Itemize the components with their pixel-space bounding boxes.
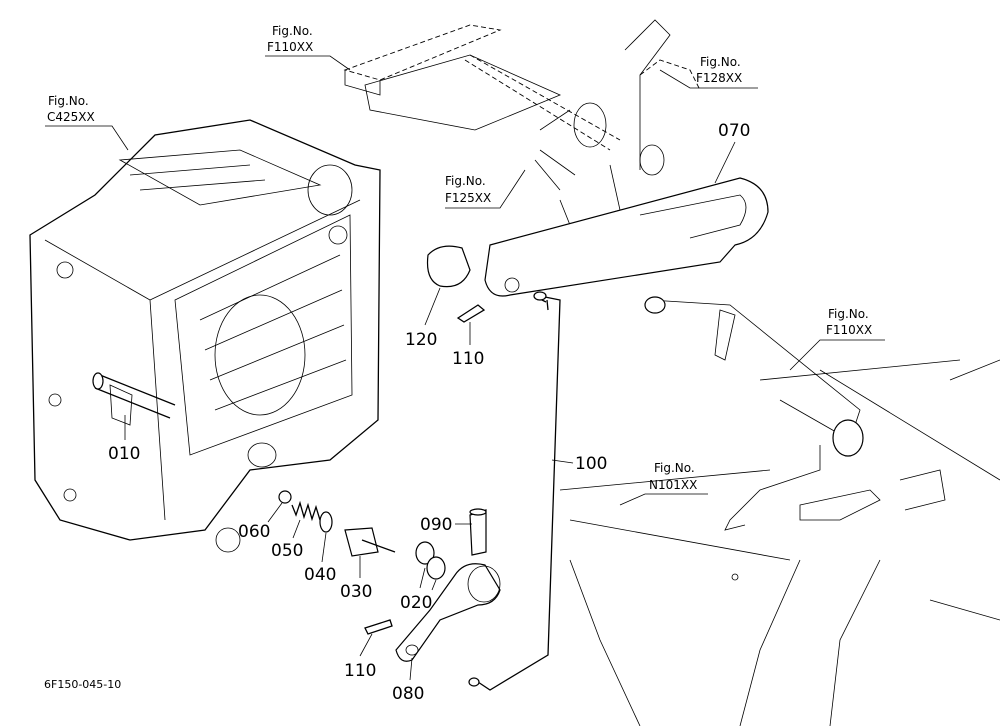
callout-080: 080	[392, 657, 424, 704]
right-assembly	[559, 296, 1000, 726]
fig-ref-f128xx: Fig.No. F128XX	[659, 55, 758, 89]
part-label-040: 040	[304, 565, 336, 585]
fig-ref-c425xx: Fig.No. C425XX	[45, 94, 129, 151]
callout-060: 060	[238, 502, 283, 542]
part-label-030: 030	[340, 582, 372, 602]
callout-050: 050	[271, 519, 303, 561]
part-label-100: 100	[575, 454, 607, 474]
fig-ref-line1: Fig.No.	[272, 24, 313, 38]
fig-ref-f110xx-right: Fig.No. F110XX	[789, 307, 885, 371]
lever-070	[426, 177, 769, 297]
callout-120: 120	[405, 287, 441, 350]
fig-ref-line2: F128XX	[696, 71, 742, 85]
part-label-070: 070	[718, 121, 750, 141]
lever-080	[395, 508, 501, 662]
callout-030: 030	[340, 556, 372, 602]
fig-ref-line2: F110XX	[267, 40, 313, 54]
fig-ref-line2: C425XX	[47, 110, 95, 124]
callout-110-lower: 110	[344, 633, 376, 681]
fig-ref-line1: Fig.No.	[654, 461, 695, 475]
part-label-110: 110	[452, 349, 484, 369]
part-label-120: 120	[405, 330, 437, 350]
transmission-case	[29, 119, 381, 553]
fig-ref-line1: Fig.No.	[700, 55, 741, 69]
callout-010: 010	[108, 415, 140, 464]
fig-ref-f125xx: Fig.No. F125XX	[445, 169, 526, 209]
fig-ref-n101xx: Fig.No. N101XX	[619, 461, 708, 506]
callout-020: 020	[400, 567, 437, 613]
part-label-010: 010	[108, 444, 140, 464]
upper-linkage	[343, 19, 701, 226]
callout-100: 100	[551, 454, 607, 474]
callout-040: 040	[304, 532, 336, 585]
fig-ref-line2: F110XX	[826, 323, 872, 337]
rod-100	[468, 291, 561, 691]
callout-090: 090	[420, 515, 472, 535]
part-label-110: 110	[344, 661, 376, 681]
callout-110-upper: 110	[452, 322, 484, 369]
part-label-060: 060	[238, 522, 270, 542]
diagram-code: 6F150-045-10	[44, 678, 121, 691]
part-label-050: 050	[271, 541, 303, 561]
fig-ref-line2: N101XX	[649, 478, 697, 492]
small-parts	[278, 304, 486, 635]
fig-ref-line1: Fig.No.	[48, 94, 89, 108]
part-label-080: 080	[392, 684, 424, 704]
part-label-090: 090	[420, 515, 452, 535]
fig-ref-f110xx-top: Fig.No. F110XX	[265, 24, 351, 71]
fig-ref-line1: Fig.No.	[445, 174, 486, 188]
fig-ref-line1: Fig.No.	[828, 307, 869, 321]
callout-070: 070	[714, 121, 750, 184]
part-label-020: 020	[400, 593, 432, 613]
fig-ref-line2: F125XX	[445, 191, 491, 205]
